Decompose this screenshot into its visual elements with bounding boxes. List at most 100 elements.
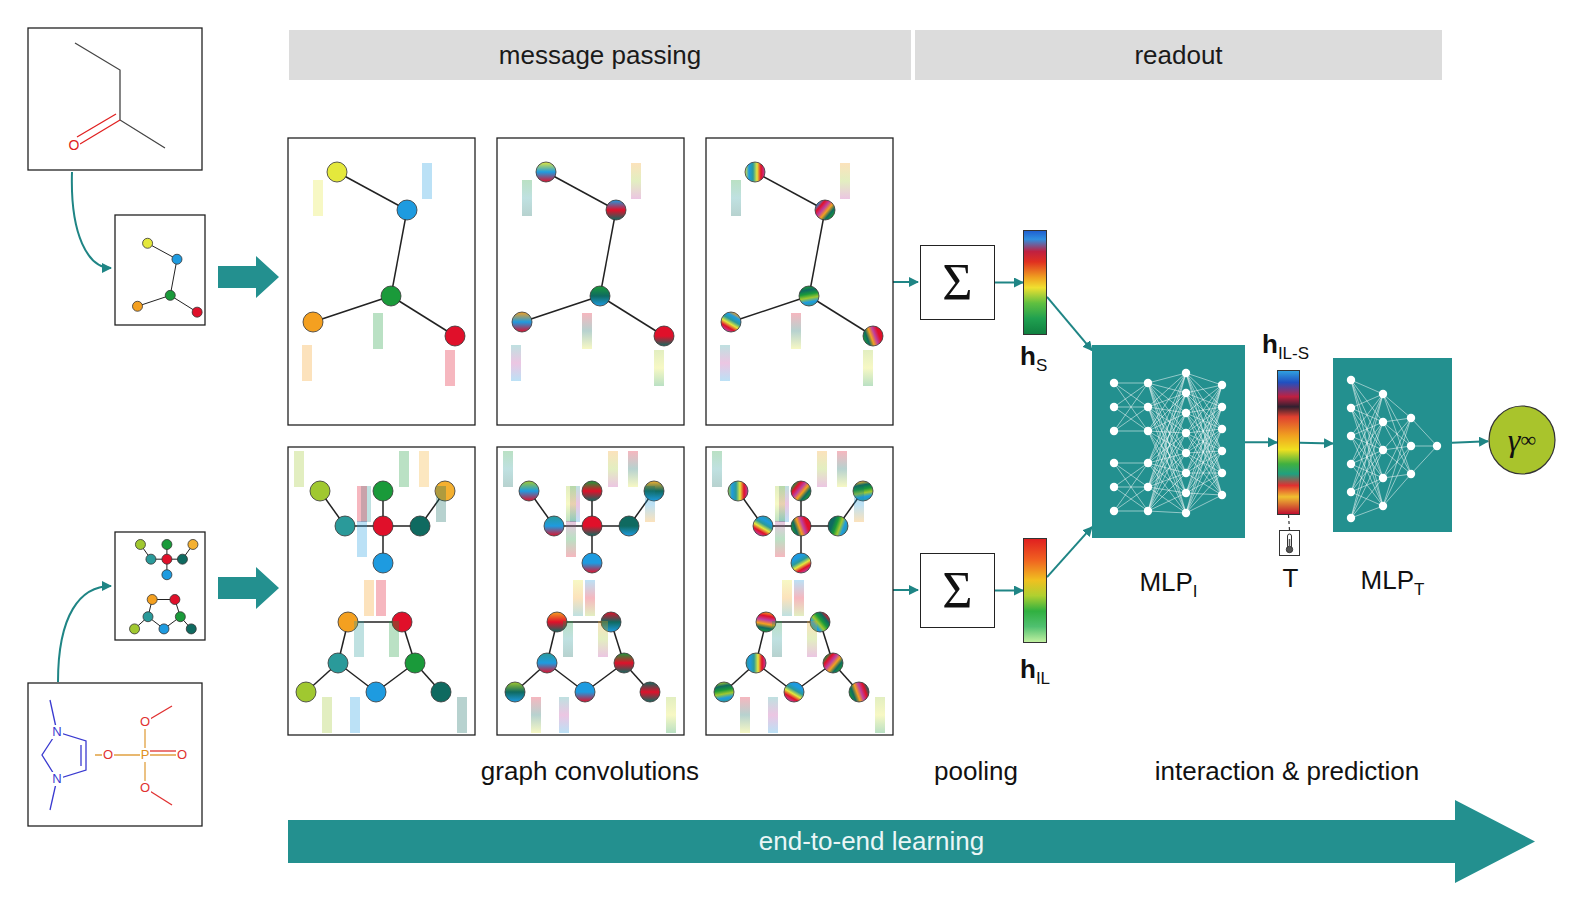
graph-panel (706, 447, 893, 735)
atom-label: O (68, 138, 81, 153)
nn-weight (1148, 463, 1186, 493)
nn-weight (1186, 393, 1222, 495)
nn-neuron (1144, 483, 1152, 491)
node-text: MLP (1139, 567, 1192, 597)
feature-vector (807, 621, 817, 657)
molecular-graph (511, 162, 674, 386)
nn-weight (1383, 418, 1411, 422)
nn-weight (1186, 385, 1222, 433)
nn-neuron (1218, 425, 1226, 433)
atom-node (373, 516, 393, 536)
node-text: T (1283, 563, 1299, 593)
nn-weight (1351, 394, 1383, 408)
graph-panel (288, 447, 475, 735)
node-text: Σ (942, 257, 972, 309)
nn-weight (1148, 373, 1186, 431)
atom-node (791, 481, 811, 501)
nn-weight (1148, 511, 1186, 513)
nn-weight (1351, 436, 1383, 506)
atom-node (165, 290, 175, 300)
feature-vector (511, 345, 521, 381)
atom-node (799, 286, 819, 306)
node-text: IL (1036, 669, 1050, 688)
atom-node (303, 312, 323, 332)
nn-neuron (1407, 470, 1415, 478)
node-text: T (1414, 580, 1424, 599)
nn-neuron (1110, 507, 1118, 515)
thermometer-icon (1280, 531, 1299, 555)
nn-weight (1114, 463, 1148, 464)
atom-node (505, 682, 525, 702)
nn-neuron (1379, 390, 1387, 398)
interaction-mlp: MLPI (1092, 345, 1245, 538)
atom-node (296, 682, 316, 702)
nn-weight (1114, 463, 1148, 511)
pool-arrow (893, 281, 918, 283)
atom-label: N (51, 725, 62, 739)
nn-weight (1186, 407, 1222, 453)
nn-neuron (1144, 379, 1152, 387)
connector (1300, 442, 1333, 445)
feature-vector (840, 163, 850, 199)
nn-weight (1351, 422, 1383, 518)
feature-vector (582, 313, 592, 349)
molecule-box (28, 683, 202, 826)
feature-vector (566, 521, 576, 557)
atom-node (188, 539, 198, 549)
atom-node (192, 307, 202, 317)
nn-weight (1383, 418, 1411, 450)
molecular-graph (302, 162, 465, 386)
atom-node (405, 653, 425, 673)
feature-vector (559, 697, 569, 733)
molecular-graph (294, 451, 467, 733)
nn-weight (1383, 394, 1411, 446)
feature-vector (740, 697, 750, 733)
connector (1047, 297, 1092, 351)
atom-node (147, 595, 157, 605)
nn-weight (1351, 380, 1383, 394)
atom-node (536, 162, 556, 182)
node-text: message passing (499, 40, 701, 71)
atom-node (162, 554, 172, 564)
atom-node (863, 326, 883, 346)
atom-node (745, 162, 765, 182)
nn-neuron (1347, 460, 1355, 468)
nn-neuron (1182, 429, 1190, 437)
neural-net-icon (1333, 358, 1452, 532)
nn-weight (1114, 383, 1148, 407)
output-circle: γ∞ (1488, 405, 1556, 475)
feature-vector (731, 180, 741, 216)
atom-node (849, 682, 869, 702)
feature-vector (563, 621, 573, 657)
atom-node (815, 200, 835, 220)
nn-neuron (1144, 427, 1152, 435)
nn-weight (1148, 407, 1186, 513)
nn-weight (1186, 451, 1222, 513)
butanone-skeleton (75, 43, 165, 148)
feature-vector (357, 486, 367, 522)
feature-vector (373, 313, 383, 349)
atom-node (373, 553, 393, 573)
pool-arrow (893, 589, 918, 591)
nn-neuron (1110, 379, 1118, 387)
atom-label: O (139, 715, 151, 729)
nn-neuron (1182, 409, 1190, 417)
nn-weight (1186, 473, 1222, 513)
curved-arrow (72, 172, 111, 268)
nn-neuron (1218, 403, 1226, 411)
feature-vector (445, 350, 455, 386)
nn-neuron (1379, 446, 1387, 454)
atom-node (130, 624, 140, 634)
atom-node (791, 553, 811, 573)
atom-node (714, 682, 734, 702)
node-text: MLP (1361, 565, 1414, 595)
nn-weight (1148, 373, 1186, 487)
mini-graph-box (115, 532, 205, 640)
atom-node (366, 682, 386, 702)
connector (1452, 441, 1488, 442)
imidazolium-skeleton (42, 700, 86, 810)
nn-weight (1148, 431, 1186, 433)
feature-vector (573, 580, 583, 616)
atom-node (159, 624, 169, 634)
nn-weight (1186, 413, 1222, 429)
